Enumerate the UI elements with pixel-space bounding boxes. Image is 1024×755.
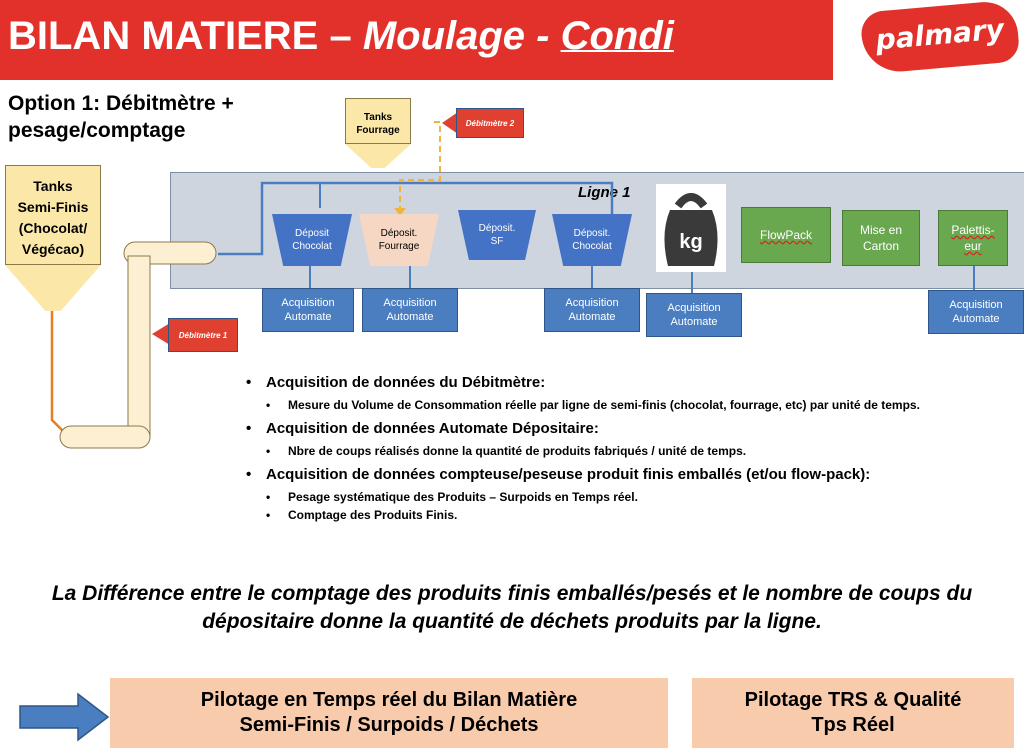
tanks-semi-finis: Tanks Semi-Finis (Chocolat/ Végécao) [5,165,101,265]
flowpack-label: FlowPack [759,228,812,242]
sub-bullet: Comptage des Produits Finis. [246,508,956,522]
pilotage-2-line2: Tps Réel [811,714,895,736]
pilotage-2-line1: Pilotage TRS & Qualité [744,689,962,711]
tanks-fourrage-line2: Fourrage [356,125,400,136]
title-main: BILAN MATIERE – [8,14,363,58]
pipe-vertical [127,255,151,439]
bullet-compteuse: Acquisition de données compteuse/peseuse… [246,466,956,484]
tanks-semifinis-line1: Tanks [33,178,73,194]
sub-bullet: Nbre de coups réalisés donne la quantité… [246,444,956,458]
deposit-fourrage: Déposit. Fourrage [359,214,439,266]
sub-bullet: Pesage systématique des Produits – Surpo… [246,490,956,504]
debitmetre-1: Débitmètre 1 [168,318,238,352]
pipe-horizontal-bottom [59,425,151,449]
ligne-label: Ligne 1 [578,184,631,201]
tanks-semifinis-line2: Semi-Finis [17,199,89,215]
palettiseur-label-1: Palettis- [951,223,995,237]
tanks-fourrage-cone [345,144,411,168]
debitmetre-2: Débitmètre 2 [456,108,524,138]
pilotage-1-line1: Pilotage en Temps réel du Bilan Matière [200,689,578,711]
deposit-sf: Déposit. SF [458,210,536,260]
acq-label: Acquisition [667,302,721,314]
acq-label: Acquisition [383,297,437,309]
acq-label: Automate [386,311,434,323]
tanks-semifinis-line4: Végécao) [21,241,85,257]
debitmetre-1-arrow-head [152,323,170,345]
semifinis-pipe-line [50,310,65,433]
deposit-label: Déposit. [380,228,418,239]
option-title: Option 1: Débitmètre + pesage/comptage [8,92,234,142]
pilotage-trs-box: Pilotage TRS & Qualité Tps Réel [692,678,1014,748]
tanks-fourrage: Tanks Fourrage [345,98,411,144]
carton-label-1: Mise en [859,223,903,237]
deposit-label: SF [490,236,504,247]
acq-label: Acquisition [949,299,1003,311]
mise-en-carton-box: Mise en Carton [842,210,920,266]
palmary-logo: palmary [859,0,1021,75]
deposit-label: Chocolat [292,241,332,252]
acq-label: Automate [670,316,718,328]
flowpack-box: FlowPack [741,207,831,263]
deposit-label: Déposit [295,228,329,239]
acq-label: Automate [568,311,616,323]
tanks-fourrage-line1: Tanks [363,112,393,123]
deposit-label: Déposit. [478,223,516,234]
tanks-semifinis-line3: (Chocolat/ [18,220,88,236]
palettiseur-box: Palettis- eur [938,210,1008,266]
title-underlined: Condi [560,14,674,58]
debitmetre-2-arrow-head [442,112,458,134]
carton-label-2: Carton [862,239,900,253]
bullet-debitmetre: Acquisition de données du Débitmètre: [246,374,956,392]
title-italic: Moulage - [362,14,561,58]
palettiseur-label-2: eur [964,239,982,253]
bullet-list: Acquisition de données du Débitmètre: Me… [246,374,956,526]
deposit-label: Déposit. [573,228,611,239]
weight-icon: kg [656,184,726,272]
weight-kg-label: kg [679,231,702,253]
sub-bullet: Mesure du Volume de Consommation réelle … [246,398,956,412]
right-arrow-icon [19,692,110,742]
acq-label: Acquisition [281,297,335,309]
tanks-semi-finis-cone [5,265,101,311]
page-title: BILAN MATIERE – Moulage - Condi [0,0,833,80]
conclusion-text: La Différence entre le comptage des prod… [51,582,973,633]
pilotage-bilan-box: Pilotage en Temps réel du Bilan Matière … [110,678,668,748]
bullet-automate: Acquisition de données Automate Déposita… [246,420,956,438]
acq-label: Automate [284,311,332,323]
deposit-label: Fourrage [378,241,420,252]
acq-label: Acquisition [565,297,619,309]
acq-label: Automate [952,313,1000,325]
deposit-chocolat-2: Déposit. Chocolat [552,214,632,266]
deposit-label: Chocolat [572,241,612,252]
pilotage-1-line2: Semi-Finis / Surpoids / Déchets [239,714,539,736]
